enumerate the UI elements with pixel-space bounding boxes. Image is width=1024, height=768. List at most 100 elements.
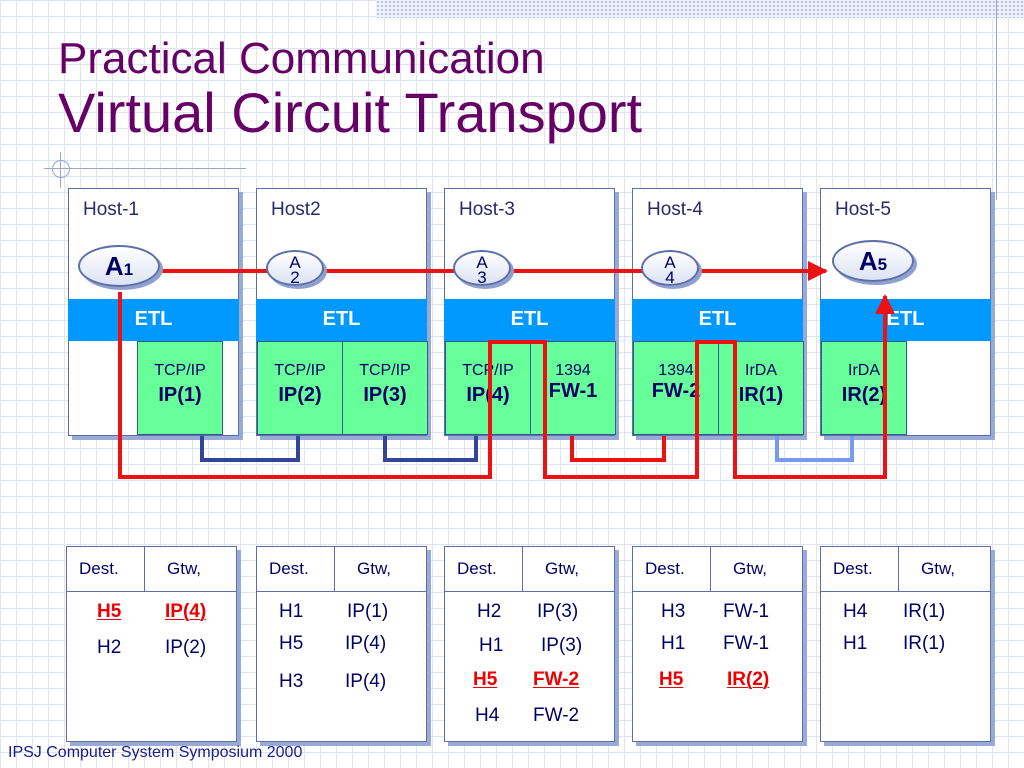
header-divider bbox=[334, 547, 335, 591]
etl-bar: ETL bbox=[820, 299, 991, 341]
host-label: Host2 bbox=[271, 199, 321, 220]
gtw-header: Gtw, bbox=[921, 559, 956, 578]
etl-bar: ETL bbox=[632, 299, 803, 341]
app-number: 1 bbox=[123, 260, 134, 279]
dest-header: Dest. bbox=[645, 559, 685, 578]
dest-cell: H1 bbox=[279, 601, 304, 622]
protocol-box: 1394 FW-2 bbox=[633, 341, 719, 435]
protocol-interface: IR(1) bbox=[738, 384, 784, 406]
dest-header: Dest. bbox=[79, 559, 119, 578]
host-label: Host-4 bbox=[647, 199, 703, 220]
gtw-header: Gtw, bbox=[357, 559, 392, 578]
protocol-interface: FW-1 bbox=[548, 380, 598, 402]
dest-cell: H3 bbox=[661, 601, 686, 622]
dest-cell: H2 bbox=[477, 601, 502, 622]
gtw-header: Gtw, bbox=[733, 559, 768, 578]
protocol-interface: IP(2) bbox=[278, 384, 322, 406]
routing-table-host-5: Dest. Gtw, H4 IR(1) H1 IR(1) bbox=[820, 546, 991, 742]
protocol-box: TCP/IP IP(4) bbox=[445, 341, 531, 435]
gtw-cell: IP(3) bbox=[541, 635, 583, 656]
app-letter: A bbox=[858, 246, 878, 276]
gtw-cell: IP(4) bbox=[345, 671, 387, 692]
etl-bar: ETL bbox=[256, 299, 427, 341]
protocol-box: IrDA IR(2) bbox=[821, 341, 907, 435]
dest-cell: H5 bbox=[97, 601, 122, 622]
protocol-box: 1394 FW-1 bbox=[530, 341, 616, 435]
app-letter: A bbox=[104, 251, 124, 281]
routing-table-host-3: Dest. Gtw, H2 IP(3) H1 IP(3) H5 FW-2 H4 … bbox=[444, 546, 615, 742]
host-label: Host-3 bbox=[459, 199, 515, 220]
table-header: Dest. Gtw, bbox=[445, 547, 614, 592]
protocol-name: 1394 bbox=[658, 362, 694, 379]
header-divider bbox=[710, 547, 711, 591]
app-number: 3 bbox=[477, 268, 487, 286]
gtw-cell: IP(2) bbox=[165, 637, 207, 658]
protocol-box: TCP/IP IP(2) bbox=[257, 341, 343, 435]
dest-cell: H4 bbox=[843, 601, 868, 622]
app-number: 5 bbox=[877, 255, 888, 274]
app-node-a5: A5 bbox=[832, 240, 914, 282]
gtw-cell: IR(2) bbox=[727, 669, 770, 690]
app-letter: A bbox=[476, 253, 488, 272]
protocol-name: IrDA bbox=[848, 362, 880, 379]
dest-cell: H1 bbox=[479, 635, 504, 656]
etl-bar: ETL bbox=[444, 299, 615, 341]
slide-title-line2: Virtual Circuit Transport bbox=[58, 81, 643, 144]
host-4-box: Host-4 ETL 1394 FW-2 IrDA IR(1) bbox=[632, 188, 804, 436]
table-header: Dest. Gtw, bbox=[821, 547, 990, 592]
protocol-box: TCP/IP IP(1) bbox=[137, 341, 223, 435]
app-letter: A bbox=[664, 253, 676, 272]
host-label: Host-1 bbox=[83, 199, 139, 220]
protocol-interface: IP(4) bbox=[466, 384, 510, 406]
right-margin-rule bbox=[996, 0, 997, 200]
dest-cell: H2 bbox=[97, 637, 122, 658]
table-header: Dest. Gtw, bbox=[67, 547, 236, 592]
app-node-a1: A1 bbox=[78, 245, 160, 287]
dest-cell: H5 bbox=[473, 669, 498, 690]
host-2-box: Host2 ETL TCP/IP IP(2) TCP/IP IP(3) bbox=[256, 188, 428, 436]
host-3-box: Host-3 ETL TCP/IP IP(4) 1394 FW-1 bbox=[444, 188, 616, 436]
routing-table-host-4: Dest. Gtw, H3 FW-1 H1 FW-1 H5 IR(2) bbox=[632, 546, 803, 742]
protocol-name: TCP/IP bbox=[274, 362, 326, 379]
protocol-name: TCP/IP bbox=[154, 362, 206, 379]
slide-footer: IPSJ Computer System Symposium 2000 bbox=[8, 744, 303, 761]
app-number: 4 bbox=[665, 268, 675, 286]
protocol-interface: IP(3) bbox=[363, 384, 407, 406]
dest-cell: H3 bbox=[279, 671, 304, 692]
protocol-box: IrDA IR(1) bbox=[718, 341, 804, 435]
top-decorative-band bbox=[376, 0, 1024, 18]
dest-cell: H4 bbox=[475, 705, 500, 726]
header-divider bbox=[522, 547, 523, 591]
table-header: Dest. Gtw, bbox=[257, 547, 426, 592]
dest-cell: H5 bbox=[279, 633, 304, 654]
gtw-cell: IR(1) bbox=[903, 633, 946, 654]
gtw-cell: IR(1) bbox=[903, 601, 946, 622]
gtw-cell: FW-2 bbox=[533, 669, 580, 690]
gtw-cell: IP(1) bbox=[347, 601, 389, 622]
host-5-box: Host-5 ETL IrDA IR(2) bbox=[820, 188, 991, 436]
protocol-name: TCP/IP bbox=[359, 362, 411, 379]
dest-header: Dest. bbox=[833, 559, 873, 578]
gtw-header: Gtw, bbox=[167, 559, 202, 578]
protocol-name: 1394 bbox=[555, 362, 591, 379]
protocol-name: TCP/IP bbox=[462, 362, 514, 379]
app-letter: A bbox=[289, 253, 301, 272]
routing-table-host-1: Dest. Gtw, H5 IP(4) H2 IP(2) bbox=[66, 546, 237, 742]
dest-cell: H1 bbox=[661, 633, 686, 654]
title-rule-circle bbox=[52, 160, 70, 178]
gtw-cell: IP(3) bbox=[537, 601, 579, 622]
protocol-box: TCP/IP IP(3) bbox=[342, 341, 428, 435]
gtw-cell: FW-1 bbox=[723, 601, 770, 622]
protocol-name: IrDA bbox=[745, 362, 777, 379]
protocol-interface: IR(2) bbox=[841, 384, 887, 406]
table-header: Dest. Gtw, bbox=[633, 547, 802, 592]
header-divider bbox=[898, 547, 899, 591]
dest-header: Dest. bbox=[269, 559, 309, 578]
protocol-interface: IP(1) bbox=[158, 384, 202, 406]
title-rule-horizontal bbox=[44, 168, 246, 169]
protocol-interface: FW-2 bbox=[651, 380, 701, 402]
host-1-box: Host-1 ETL TCP/IP IP(1) bbox=[68, 188, 239, 436]
